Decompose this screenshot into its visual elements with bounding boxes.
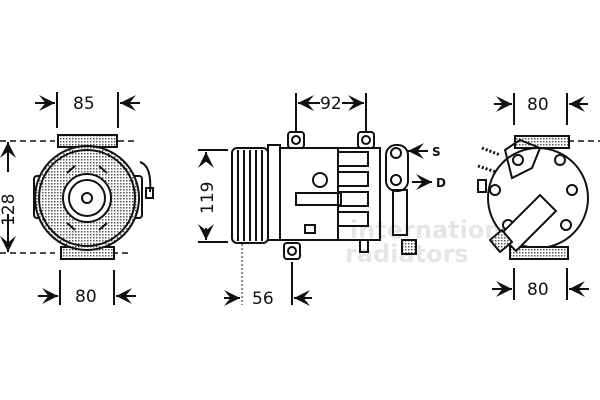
front-view: 85 128 80 bbox=[0, 92, 154, 307]
dim-top-span: 92 bbox=[320, 94, 342, 114]
side-view: 92 119 S D bbox=[198, 93, 446, 309]
dim-bottom-offset: 56 bbox=[252, 289, 274, 309]
discharge-port-label: D bbox=[436, 176, 446, 190]
rear-view: 80 80 bbox=[477, 93, 600, 300]
dim-side-height: 119 bbox=[198, 182, 218, 214]
dim-height: 128 bbox=[0, 194, 19, 226]
dim-rear-bottom-width: 80 bbox=[527, 280, 549, 300]
suction-port-label: S bbox=[432, 145, 441, 159]
dim-bottom-width: 80 bbox=[75, 287, 97, 307]
dim-rear-top-width: 80 bbox=[527, 95, 549, 115]
dim-top-width: 85 bbox=[73, 94, 95, 114]
